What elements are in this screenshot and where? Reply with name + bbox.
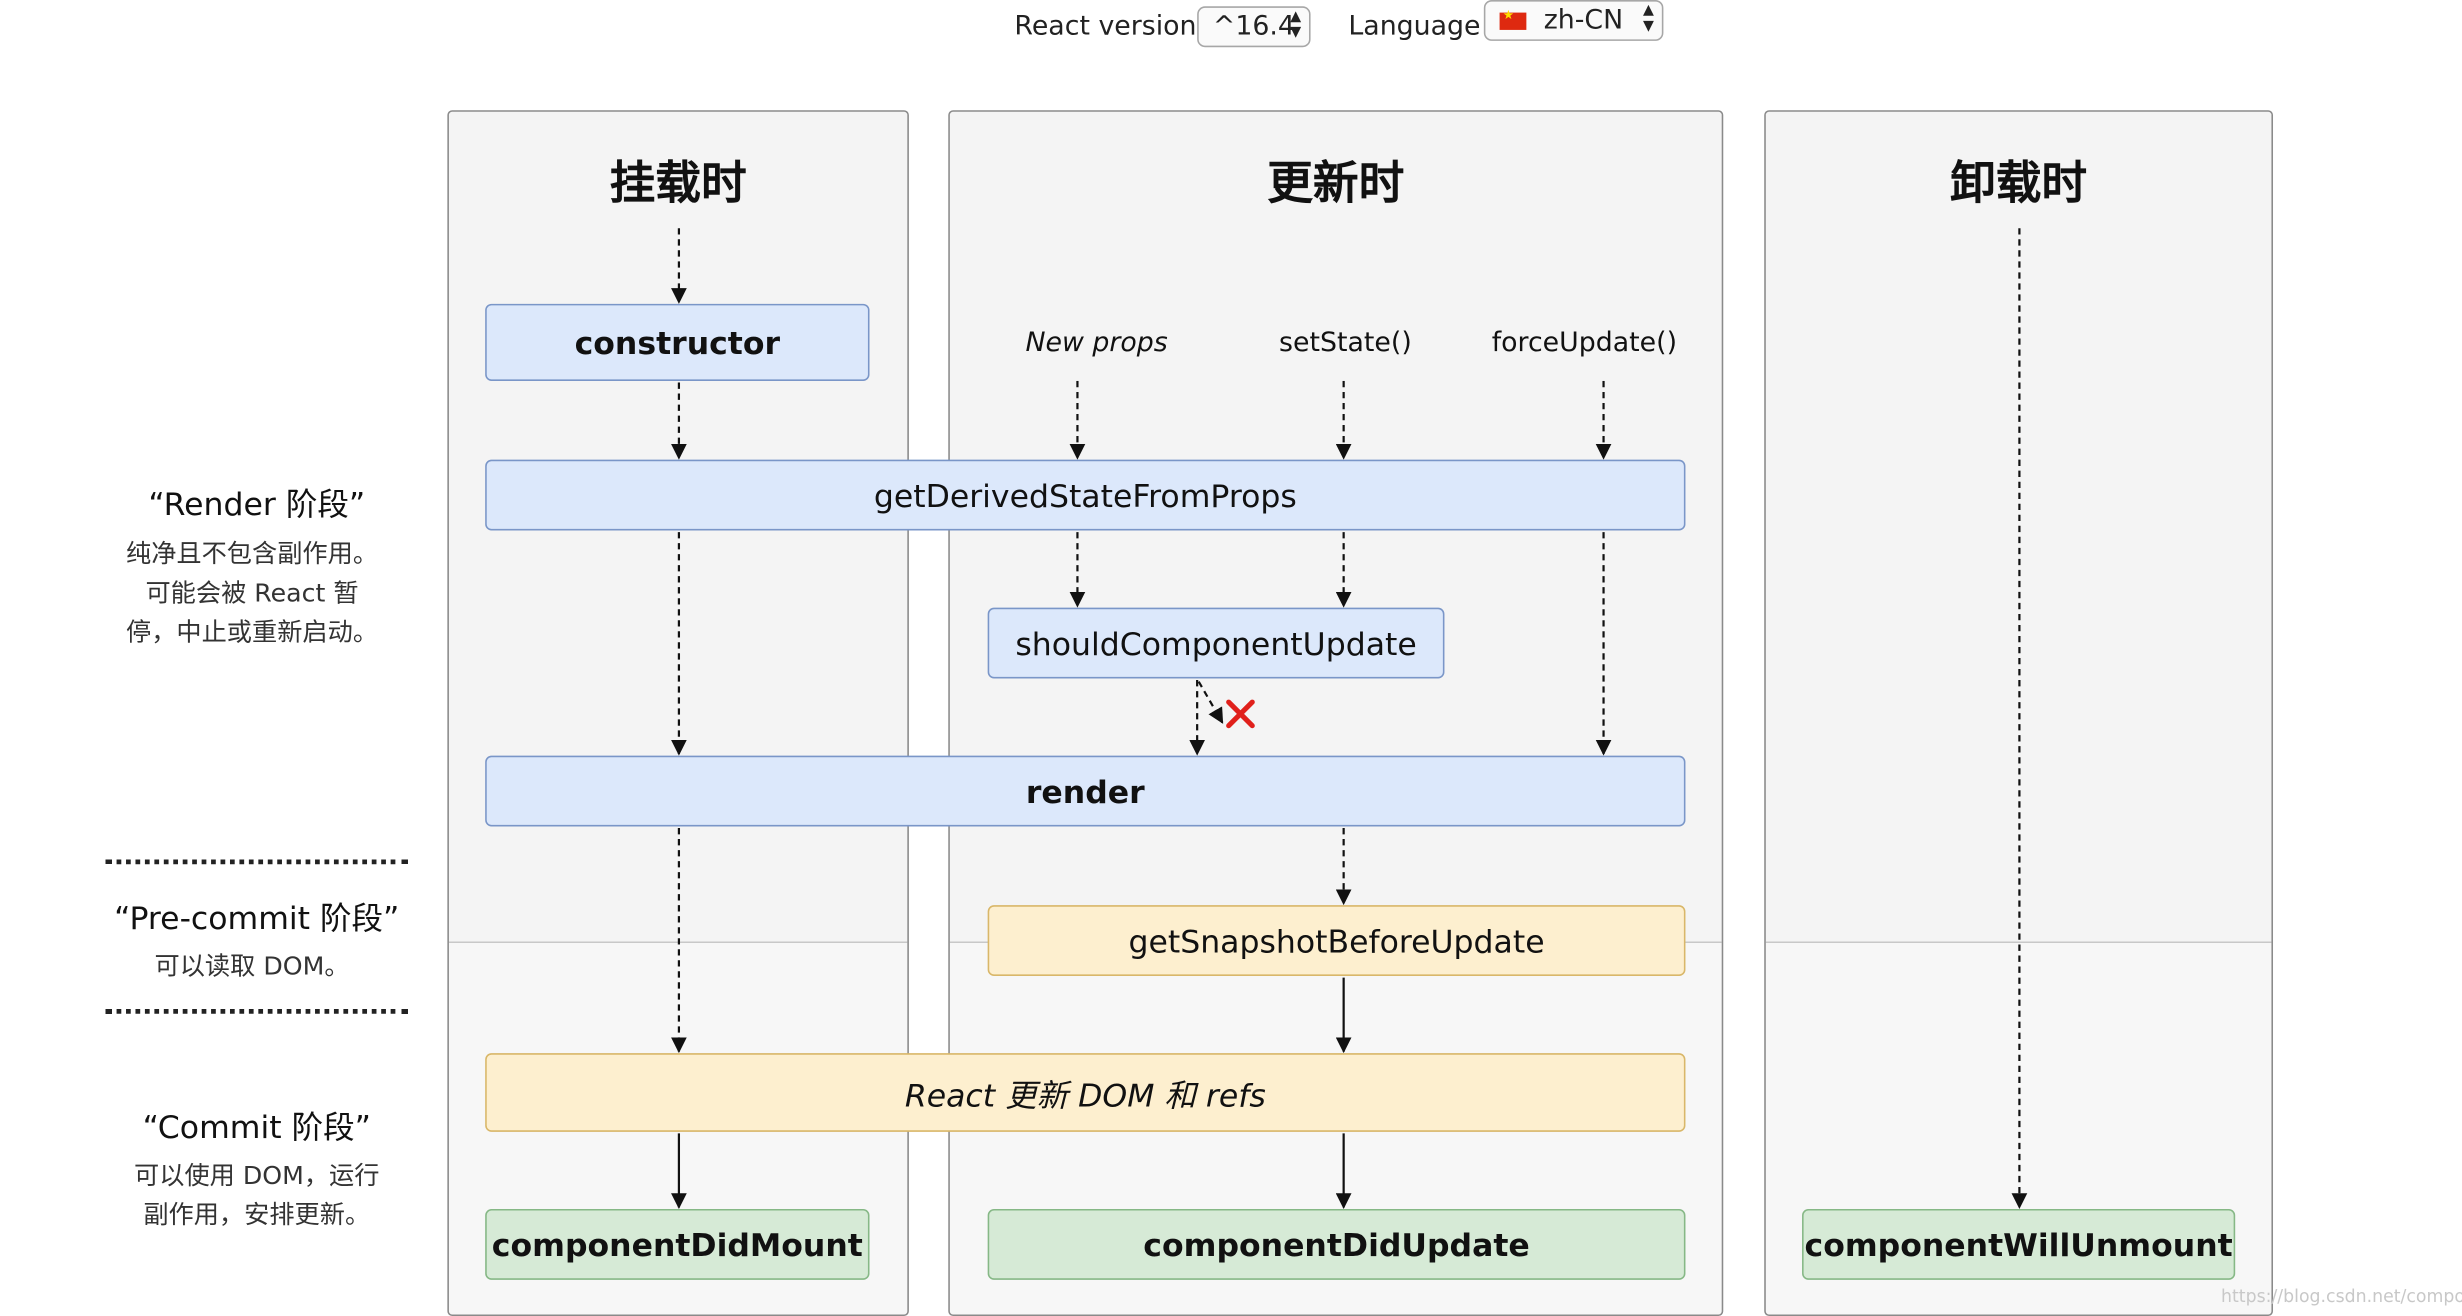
constructor-box: constructor — [485, 303, 870, 381]
commit-phase-desc-line: 可以使用 DOM，运行 — [134, 1160, 380, 1191]
render-box: render — [485, 755, 1686, 827]
precommit-phase-desc-line: 可以读取 DOM。 — [154, 950, 350, 981]
select-arrows-icon: ▲▼ — [1643, 3, 1654, 35]
arrow-scu-false — [1197, 681, 1224, 724]
render-phase-desc-line: 纯净且不包含副作用。 — [125, 538, 379, 569]
language-value: zh-CN — [1543, 4, 1624, 37]
get-derived-state-box: getDerivedStateFromProps — [485, 459, 1686, 531]
render-phase-title: “Render 阶段” — [148, 484, 366, 523]
trigger-force-update: forceUpdate() — [1491, 327, 1678, 359]
trigger-set-state: setState() — [1279, 327, 1412, 359]
react-version-value: ^16.4 — [1212, 11, 1295, 43]
cn-flag-icon — [1499, 7, 1527, 30]
react-version-select[interactable]: ^16.4 ▲▼ — [1197, 6, 1311, 48]
should-component-update-box: shouldComponentUpdate — [987, 607, 1445, 679]
component-did-mount-box: componentDidMount — [485, 1208, 870, 1280]
render-phase-desc: 纯净且不包含副作用。 可能会被 React 暂 停，中止或重新启动。 — [95, 534, 410, 652]
watermark: https://blog.csdn.net/composure — [2221, 1286, 2462, 1307]
react-version-label: React version — [1014, 11, 1197, 43]
language-label: Language — [1348, 11, 1481, 43]
get-snapshot-box: getSnapshotBeforeUpdate — [987, 905, 1686, 977]
react-updates-dom-box: React 更新 DOM 和 refs — [485, 1053, 1686, 1132]
unmounting-title: 卸载时 — [1950, 155, 2088, 210]
component-did-update-box: componentDidUpdate — [987, 1208, 1686, 1280]
component-will-unmount-box: componentWillUnmount — [1802, 1208, 2236, 1280]
language-select[interactable]: zh-CN ▲▼ — [1483, 0, 1664, 41]
commit-phase-desc-line: 副作用，安排更新。 — [143, 1199, 371, 1230]
phase-separator — [105, 859, 408, 865]
render-phase-desc-line: 停，中止或重新启动。 — [125, 617, 379, 647]
select-arrows-icon: ▲▼ — [1290, 9, 1302, 41]
precommit-phase-title: “Pre-commit 阶段” — [114, 898, 400, 937]
phase-separator — [105, 1009, 408, 1014]
updating-title: 更新时 — [1267, 155, 1405, 210]
precommit-phase-desc: 可以读取 DOM。 — [95, 946, 410, 985]
render-phase-desc-line: 可能会被 React 暂 — [145, 577, 359, 608]
mounting-title: 挂载时 — [609, 155, 747, 210]
cross-icon — [1226, 699, 1255, 729]
commit-phase-desc: 可以使用 DOM，运行 副作用，安排更新。 — [99, 1155, 414, 1234]
trigger-new-props: New props — [1025, 327, 1168, 359]
commit-phase-title: “Commit 阶段” — [142, 1108, 371, 1147]
